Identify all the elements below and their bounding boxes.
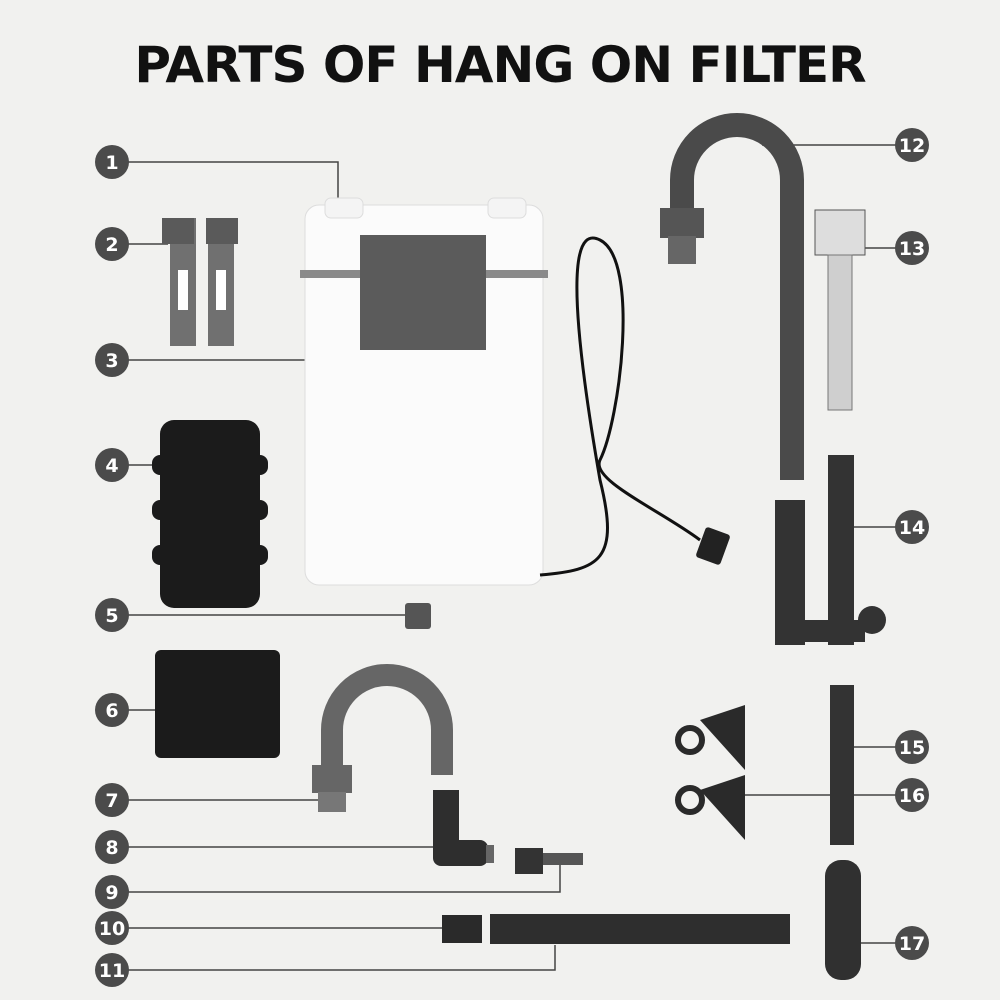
cylinder-sponge xyxy=(152,420,268,608)
callout-spray-bar: 11 xyxy=(95,953,129,987)
callout-number: 16 xyxy=(899,785,925,807)
callout-filter-body: 3 xyxy=(95,343,129,377)
callout-badge xyxy=(895,231,929,265)
callout-badge xyxy=(95,448,129,482)
callout-number: 12 xyxy=(899,135,925,157)
callout-u-outlet-pipe: 7 xyxy=(95,783,129,817)
callout-badge xyxy=(95,343,129,377)
callout-filter-clips: 2 xyxy=(95,227,129,261)
leader-lines xyxy=(112,144,912,971)
callout-number: 8 xyxy=(105,837,118,859)
callout-badge xyxy=(95,875,129,909)
air-nozzle xyxy=(515,848,583,874)
callout-spray-bar-cap: 10 xyxy=(95,911,129,945)
spray-bar-cap xyxy=(442,915,482,943)
callout-surface-skimmer: 13 xyxy=(895,231,929,265)
callout-badge xyxy=(95,227,129,261)
callout-cylinder-sponge: 4 xyxy=(95,448,129,482)
callout-number: 11 xyxy=(99,960,125,982)
filter-clips xyxy=(162,218,238,346)
callout-number: 6 xyxy=(105,700,118,722)
callout-badge xyxy=(95,783,129,817)
callout-badge xyxy=(895,926,929,960)
diagram-title: PARTS OF HANG ON FILTER xyxy=(134,36,866,94)
callout-number: 1 xyxy=(105,152,118,174)
callout-badge xyxy=(895,730,929,764)
callout-air-nozzle: 9 xyxy=(95,875,129,909)
intake-strainer xyxy=(825,860,861,980)
callout-number: 2 xyxy=(105,234,118,256)
small-connector xyxy=(405,603,431,629)
callout-number: 15 xyxy=(899,737,925,759)
callout-number: 17 xyxy=(899,933,925,955)
callout-badge xyxy=(895,778,929,812)
callout-number: 10 xyxy=(99,918,125,940)
callout-small-connector: 5 xyxy=(95,598,129,632)
callout-square-sponge: 6 xyxy=(95,693,129,727)
callout-badge xyxy=(895,510,929,544)
square-sponge xyxy=(155,650,280,758)
callout-number: 7 xyxy=(105,790,118,812)
callout-badge xyxy=(95,830,129,864)
extension-tube xyxy=(830,685,854,845)
callout-number: 3 xyxy=(105,350,118,372)
callout-intake-j-pipe: 12 xyxy=(895,128,929,162)
callout-badge xyxy=(95,598,129,632)
callout-badge xyxy=(95,693,129,727)
callout-badge xyxy=(95,911,129,945)
callout-elbow-joint: 8 xyxy=(95,830,129,864)
callout-badge xyxy=(895,128,929,162)
callout-number: 13 xyxy=(899,238,925,260)
suction-cups xyxy=(675,705,745,840)
elbow-joint xyxy=(433,790,494,866)
callout-number: 9 xyxy=(105,882,118,904)
callout-filter-lid: 1 xyxy=(95,145,129,179)
callout-number: 14 xyxy=(899,517,925,539)
flow-valve xyxy=(775,455,886,645)
surface-skimmer xyxy=(814,209,866,411)
callout-intake-strainer: 17 xyxy=(895,926,929,960)
callout-badge xyxy=(95,145,129,179)
callout-number: 5 xyxy=(105,605,118,627)
filter-body xyxy=(300,197,730,586)
u-outlet-pipe xyxy=(312,664,453,812)
callout-suction-cups: 16 xyxy=(895,778,929,812)
callout-extension-tube: 15 xyxy=(895,730,929,764)
callout-badge xyxy=(95,953,129,987)
callout-flow-valve: 14 xyxy=(895,510,929,544)
intake-j-pipe xyxy=(660,113,804,480)
spray-bar xyxy=(490,914,790,944)
callout-number: 4 xyxy=(105,455,118,477)
